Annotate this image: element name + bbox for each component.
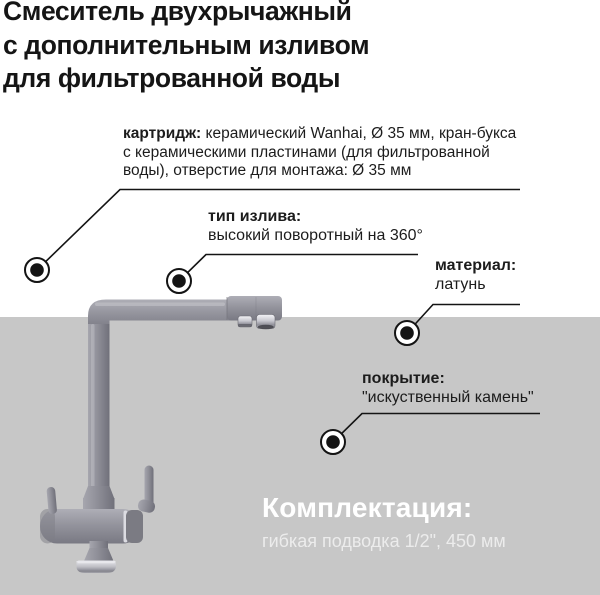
annotation-cartridge: картридж: керамический Wanhai, Ø 35 мм, …: [123, 125, 593, 181]
annotation-spout-type: тип излива:высокий поворотный на 360°: [208, 208, 423, 245]
package-title: Комплектация:: [262, 492, 473, 523]
annotation-material-label: материал:: [435, 257, 517, 274]
callout-line-coating: [332, 412, 540, 443]
callout-line-cartridge: [36, 188, 520, 271]
target-dot-icon: [166, 268, 192, 294]
faucet-left-lever: [46, 487, 57, 515]
annotation-cartridge-text: керамический Wanhai, Ø 35 мм, кран-букса…: [123, 125, 517, 180]
page-title: Смеситель двухрычажный с дополнительным …: [3, 0, 370, 93]
faucet-spout-arm: [88, 296, 282, 330]
faucet-riser-pipe: [83, 324, 115, 512]
callout-line-spout: [178, 253, 418, 282]
faucet-body: [40, 465, 156, 544]
annotation-coating-label: покрытие:: [362, 370, 445, 387]
annotation-coating: покрытие:"искуственный камень": [362, 370, 534, 407]
faucet-base: [76, 541, 116, 573]
annotation-spout-label: тип излива:: [208, 208, 302, 225]
target-dot-icon: [394, 320, 420, 346]
callout-line-material: [406, 303, 520, 334]
annotation-spout-value: высокий поворотный на 360°: [208, 226, 423, 244]
target-dot-icon: [24, 257, 50, 283]
target-dot-icon: [320, 429, 346, 455]
annotation-coating-value: "искуственный камень": [362, 388, 534, 406]
callout-markers: [24, 257, 420, 455]
annotation-material: материал:латунь: [435, 257, 516, 294]
faucet-right-lever: [137, 465, 156, 513]
annotation-cartridge-label: картридж:: [123, 125, 202, 142]
package-contents: гибкая подводка 1/2", 450 мм: [262, 531, 506, 551]
annotation-material-value: латунь: [435, 275, 486, 293]
